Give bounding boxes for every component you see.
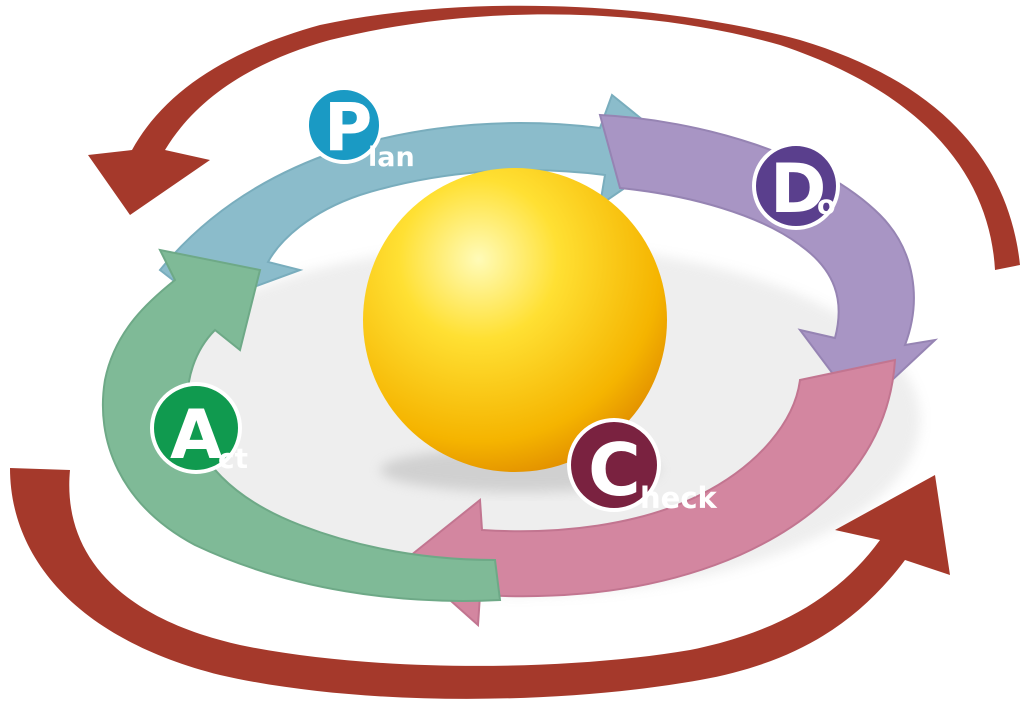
do-badge-circle [752, 142, 840, 230]
check-initial: C [588, 428, 641, 512]
do-suffix: o [817, 190, 836, 221]
do-badge: D o [752, 142, 840, 230]
act-arrow [101, 248, 502, 602]
check-suffix: heck [640, 481, 718, 515]
check-badge: C heck [567, 418, 718, 515]
plan-initial: P [324, 89, 372, 166]
check-badge-circle [567, 418, 661, 512]
do-initial: D [770, 150, 826, 229]
plan-badge: P lan [305, 86, 415, 173]
plan-suffix: lan [368, 142, 415, 173]
act-initial: A [170, 396, 223, 475]
plan-badge-circle [305, 86, 383, 164]
center-sphere [363, 168, 667, 472]
act-badge: A ct [150, 382, 248, 475]
act-badge-circle [150, 382, 242, 474]
plan-arrow [158, 93, 682, 307]
act-suffix: ct [218, 442, 248, 475]
